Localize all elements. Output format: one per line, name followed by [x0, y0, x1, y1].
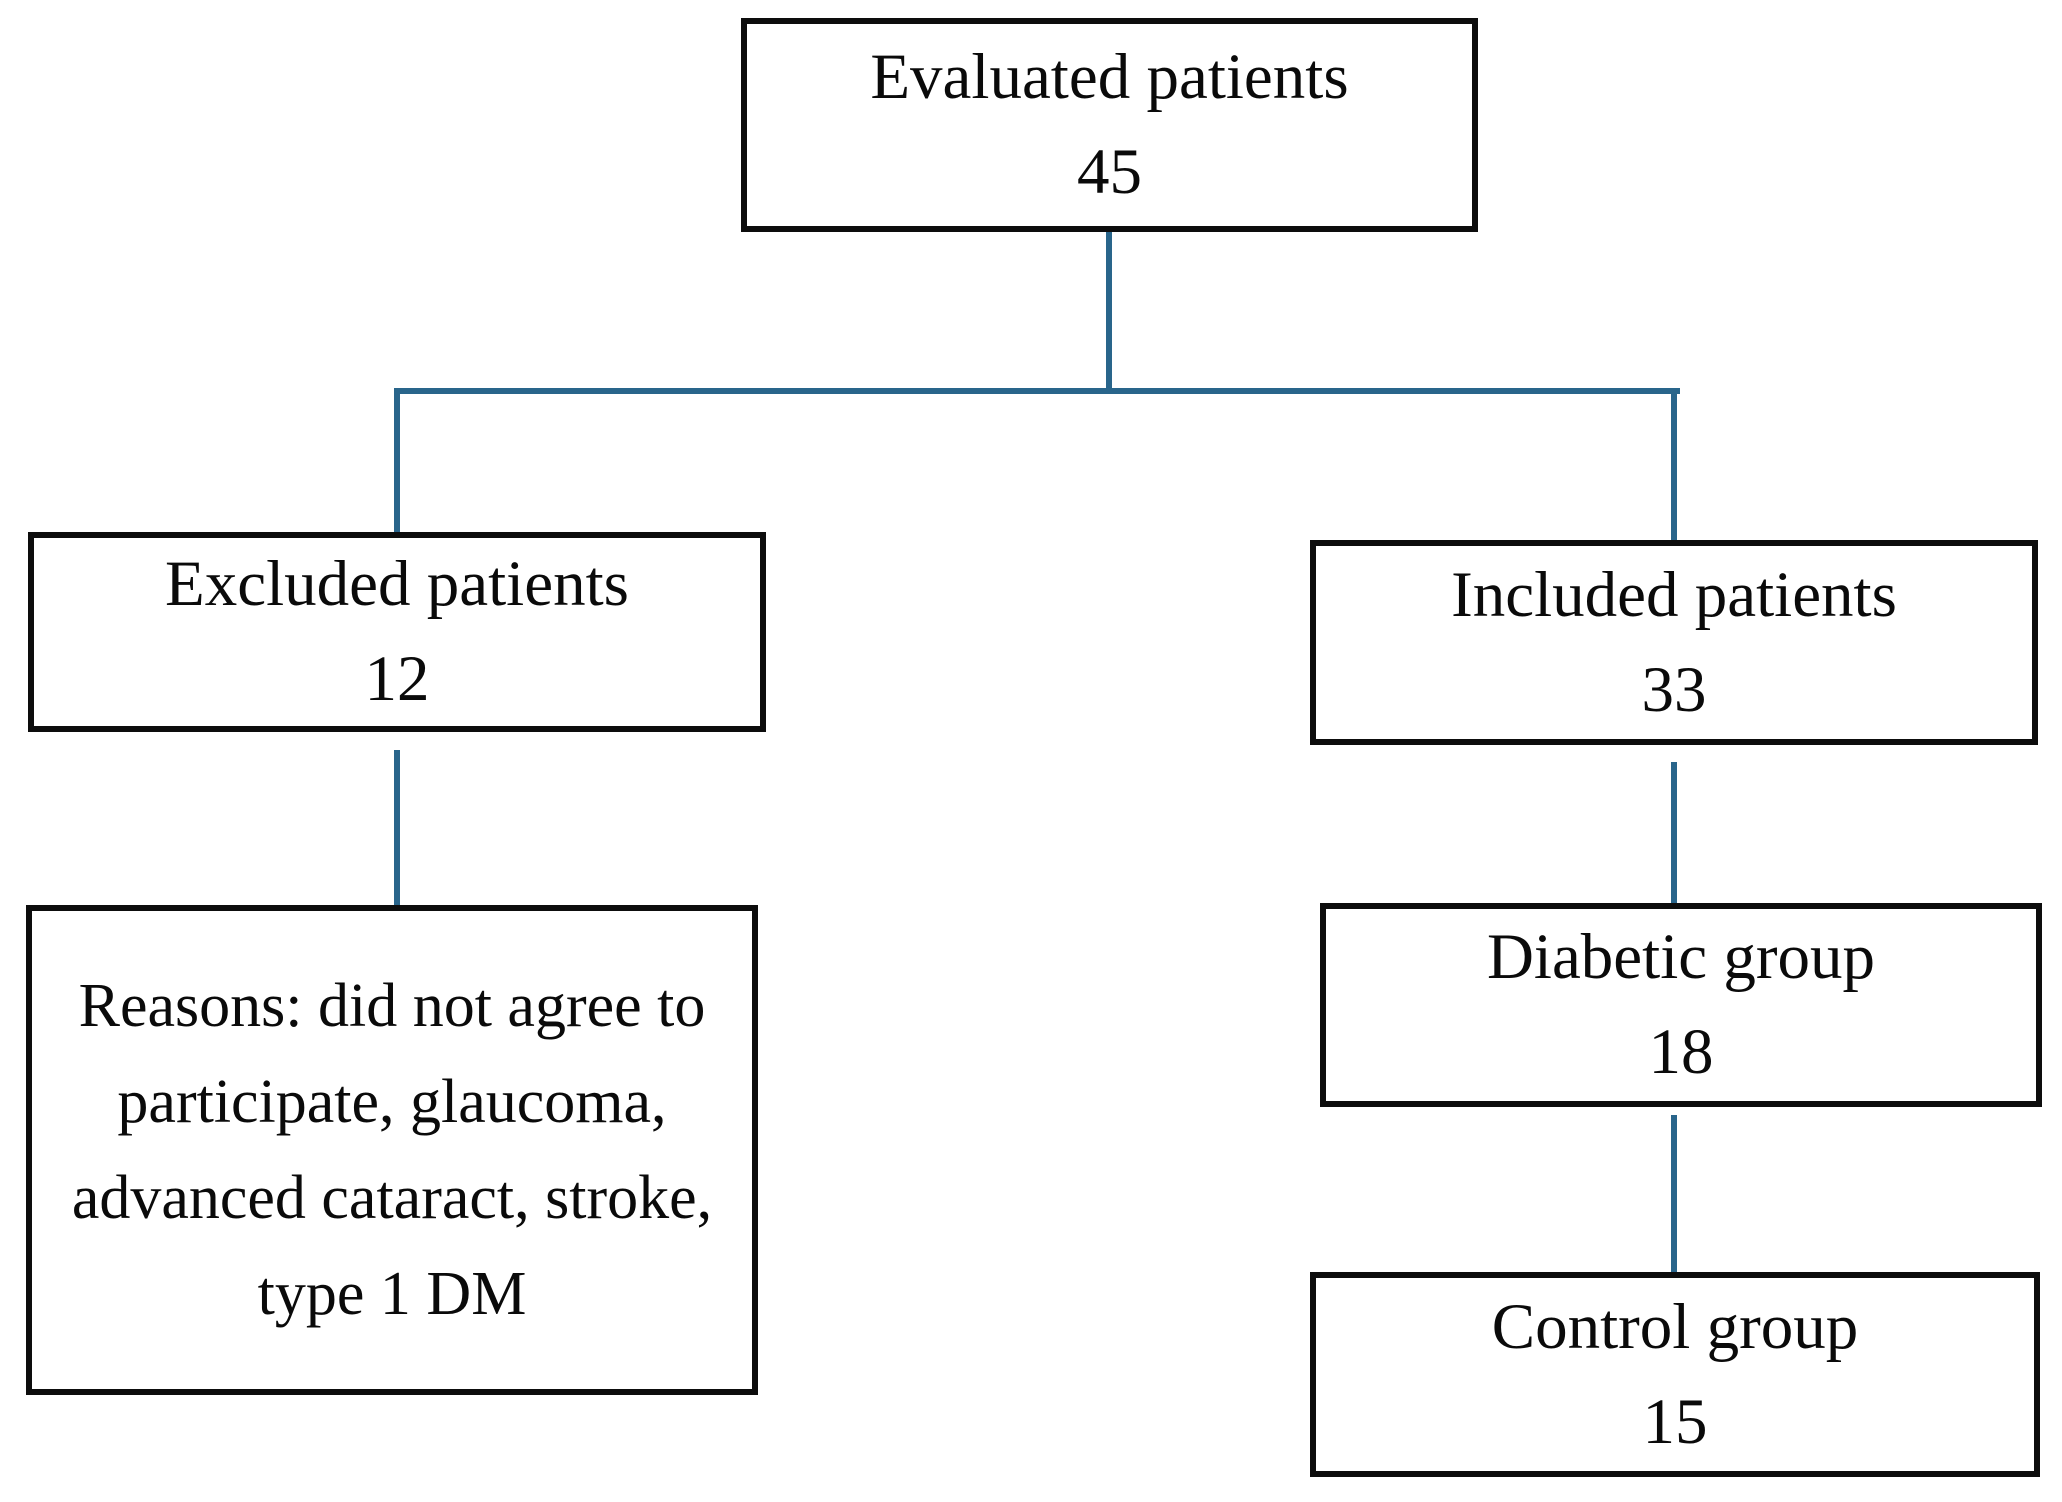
node-diabetic-label: Diabetic group — [1486, 921, 1876, 993]
connector-evaluated-stem — [1106, 232, 1112, 391]
connector-drop-to-included — [1671, 388, 1677, 540]
node-control-count: 15 — [1642, 1385, 1708, 1458]
connector-branch-bar — [394, 388, 1680, 394]
node-included-patients: Included patients 33 — [1310, 540, 2038, 745]
node-diabetic-count: 18 — [1648, 1016, 1714, 1088]
node-evaluated-label: Evaluated patients — [870, 41, 1349, 113]
node-control-group: Control group 15 — [1310, 1272, 2040, 1477]
node-exclusion-reasons: Reasons: did not agree to participate, g… — [26, 905, 758, 1395]
node-evaluated-patients: Evaluated patients 45 — [741, 18, 1478, 232]
node-control-label: Control group — [1491, 1290, 1859, 1363]
node-included-count: 33 — [1641, 653, 1707, 726]
connector-excluded-to-reasons — [394, 750, 400, 905]
node-excluded-count: 12 — [364, 643, 430, 715]
connector-drop-to-excluded — [394, 388, 400, 532]
node-reasons-text: Reasons: did not agree to participate, g… — [71, 972, 713, 1328]
connector-included-to-diabetic — [1671, 762, 1677, 903]
node-included-label: Included patients — [1451, 558, 1897, 631]
node-excluded-patients: Excluded patients 12 — [28, 532, 766, 732]
node-evaluated-count: 45 — [1077, 136, 1142, 208]
node-excluded-label: Excluded patients — [165, 548, 629, 620]
connector-diabetic-to-control — [1671, 1115, 1677, 1272]
node-diabetic-group: Diabetic group 18 — [1320, 903, 2042, 1107]
